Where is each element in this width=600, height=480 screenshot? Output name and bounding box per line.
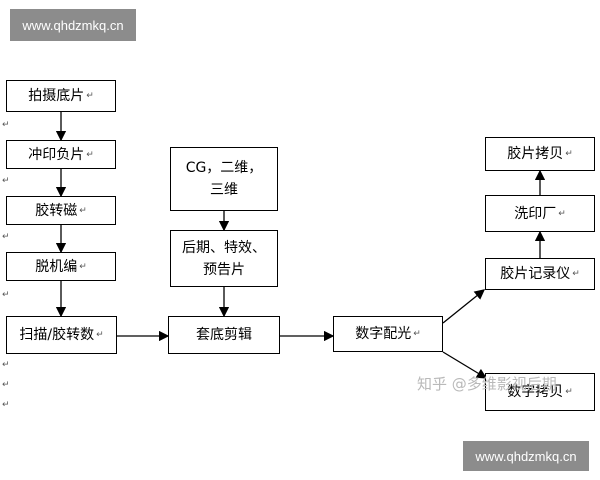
watermark-bottom: www.qhdzmkq.cn bbox=[463, 441, 589, 471]
return-mark: ↵ bbox=[2, 120, 10, 130]
node-film-to-tape: 胶转磁↵ bbox=[6, 196, 116, 225]
node-develop-negative: 冲印负片↵ bbox=[6, 140, 116, 169]
node-offline-edit: 脱机编↵ bbox=[6, 252, 116, 281]
node-conform-edit: 套底剪辑 bbox=[168, 316, 280, 354]
return-mark: ↵ bbox=[2, 360, 10, 370]
watermark-bottom-text: www.qhdzmkq.cn bbox=[475, 448, 577, 464]
node-film-print-copy: 胶片拷贝↵ bbox=[485, 137, 595, 171]
zhihu-watermark: 知乎 @多维影视后期 bbox=[417, 375, 557, 393]
node-post-vfx-trailer: 后期、特效、 预告片 bbox=[170, 230, 278, 287]
return-mark: ↵ bbox=[2, 232, 10, 242]
connector-arrows bbox=[55, 112, 546, 379]
node-digital-grading: 数字配光↵ bbox=[333, 316, 443, 352]
return-mark: ↵ bbox=[2, 400, 10, 410]
node-scan-film-to-digital: 扫描/胶转数↵ bbox=[6, 316, 117, 354]
node-digital-copy: 数字拷贝↵ bbox=[485, 373, 595, 411]
return-mark: ↵ bbox=[2, 290, 10, 300]
node-cg-2d-3d: CG，二维， 三维 bbox=[170, 147, 278, 211]
watermark-top-text: www.qhdzmkq.cn bbox=[22, 17, 124, 33]
node-film-lab: 洗印厂↵ bbox=[485, 195, 595, 232]
return-mark: ↵ bbox=[2, 380, 10, 390]
node-film-recorder: 胶片记录仪↵ bbox=[485, 258, 595, 290]
node-shoot-negative: 拍摄底片↵ bbox=[6, 80, 116, 112]
return-mark: ↵ bbox=[2, 176, 10, 186]
watermark-top: www.qhdzmkq.cn bbox=[10, 9, 136, 41]
flowchart-canvas: 拍摄底片↵ 冲印负片↵ 胶转磁↵ 脱机编↵ 扫描/胶转数↵ CG，二维， 三维 … bbox=[0, 68, 600, 414]
arrow-grading-to-recorder bbox=[442, 289, 486, 324]
arrow-grading-to-digital-copy bbox=[442, 351, 488, 379]
